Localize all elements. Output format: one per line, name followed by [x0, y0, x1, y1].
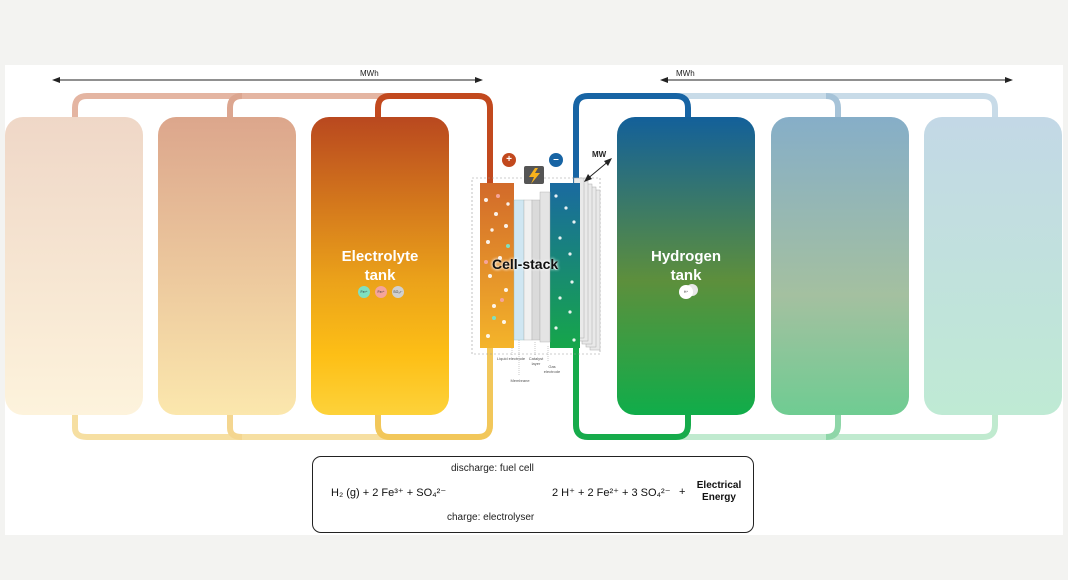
power-label: MW — [592, 150, 607, 159]
positive-sign: + — [506, 154, 512, 165]
equation-box: discharge: fuel cell H₂ (g) + 2 Fe³⁺ + S… — [312, 456, 754, 533]
catalyst-layer-label: Catalyst layer — [528, 356, 544, 366]
equation-right-side: 2 H⁺ + 2 Fe²⁺ + 3 SO₄²⁻ — [552, 487, 671, 499]
electrolyte-ions — [358, 286, 404, 298]
energy-line1: Electrical — [696, 480, 742, 491]
ion-fe2-label: Fe²⁺ — [377, 290, 385, 294]
electrolyte-tank — [311, 117, 449, 415]
hydrogen-pipe — [573, 93, 691, 200]
right-capacity-label: MWh — [676, 69, 695, 78]
electrolyte-tank-title-line1: Electrolyte — [341, 248, 419, 265]
lightning-icon — [524, 166, 544, 184]
power-arrow — [584, 158, 612, 182]
electrolyte-return-pipe — [375, 340, 493, 440]
liquid-electrode-label: Liquid electrode — [496, 356, 526, 361]
right-capacity-arrow — [660, 77, 1013, 83]
hydrogen-tank-title-line1: Hydrogen — [650, 248, 721, 265]
ion-so4-label: SO₄²⁻ — [393, 290, 403, 294]
ion-fe3-label: Fe³⁺ — [360, 290, 368, 294]
left-capacity-arrow — [52, 77, 483, 83]
cell-stack-title: Cell-stack — [492, 256, 559, 272]
electrolyte-tank-faded-2 — [158, 117, 296, 415]
hydrogen-tank-title-line2: tank — [670, 267, 702, 284]
energy-line2: Energy — [702, 492, 736, 503]
hydrogen-tank-faded-1 — [771, 117, 909, 415]
membrane-label: Membrane — [510, 378, 530, 383]
equation-left-side: H₂ (g) + 2 Fe³⁺ + SO₄²⁻ — [331, 487, 447, 499]
negative-terminal-icon — [549, 153, 563, 167]
charge-label: charge: electrolyser — [447, 512, 535, 523]
ion-h-label: H⁺ — [683, 290, 689, 294]
hydrogen-tank-faded-2 — [924, 117, 1062, 415]
equation-plus: + — [679, 486, 686, 498]
discharge-label: discharge: fuel cell — [451, 463, 534, 474]
electrolyte-tank-title-line2: tank — [364, 267, 396, 284]
hydrogen-tank — [617, 117, 755, 415]
hydrogen-ion — [679, 284, 698, 299]
left-capacity-label: MWh — [360, 69, 379, 78]
negative-sign: – — [553, 154, 559, 165]
hydrogen-tank-title: Hydrogen tank — [617, 247, 755, 285]
electrolyte-tank-title: Electrolyte tank — [311, 247, 449, 285]
electrolyte-tank-faded-1 — [5, 117, 143, 415]
hydrogen-return-pipe — [573, 340, 691, 440]
gas-electrode-label: Gas electrode — [543, 364, 561, 374]
electrical-energy-label: Electrical Energy — [693, 480, 745, 504]
cell-stack — [471, 177, 601, 376]
electrolyte-pipe — [375, 93, 493, 200]
positive-terminal-icon — [502, 153, 516, 167]
